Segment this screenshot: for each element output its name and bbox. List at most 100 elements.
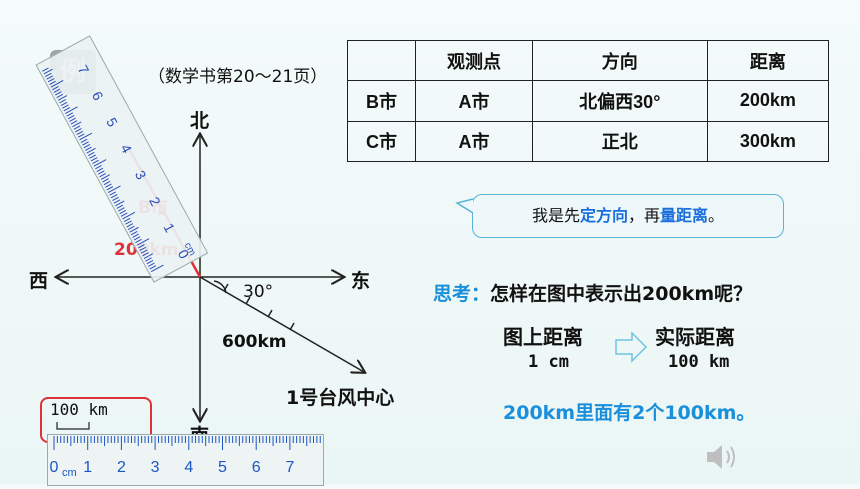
bubble-text: 。 xyxy=(708,206,725,225)
table-cell: A市 xyxy=(415,120,533,163)
map-distance-value: 1 cm xyxy=(528,352,569,372)
ruler-number: 1 xyxy=(83,459,92,476)
ruler-number: 1 xyxy=(160,220,178,235)
north-label: 北 xyxy=(190,110,210,132)
ruler-tick xyxy=(142,252,149,257)
ruler-tick xyxy=(145,257,152,262)
ruler-tick xyxy=(123,217,131,223)
ruler-tick xyxy=(112,196,119,201)
ruler-tick xyxy=(132,233,139,238)
ruler-tick xyxy=(42,67,49,72)
ruler-tick xyxy=(135,238,142,244)
ruler-tick xyxy=(59,99,66,104)
west-label: 西 xyxy=(29,270,49,292)
ruler-tick xyxy=(49,80,56,85)
ruler-tick xyxy=(149,265,157,270)
ruler-tick xyxy=(72,121,82,128)
ruler-tick xyxy=(113,199,121,204)
table-cell: A市 xyxy=(415,80,533,122)
ruler-tick xyxy=(109,191,117,196)
ruler-number: 4 xyxy=(184,459,193,476)
ruler-number: 6 xyxy=(89,89,107,104)
ruler-number: 4 xyxy=(118,141,136,156)
bubble-text: ，再 xyxy=(627,206,660,225)
ruler-tick xyxy=(150,264,164,273)
speech-bubble: 我是先定方向，再量距离。 xyxy=(472,194,784,238)
ruler-tick xyxy=(54,91,62,96)
ruler-tick xyxy=(52,85,59,91)
ruler-tick xyxy=(138,244,145,249)
table-row: B市 A市 北偏西30° 200km xyxy=(346,80,830,122)
typhoon-line xyxy=(199,276,364,372)
ruler-tick xyxy=(102,178,109,183)
ruler-tick xyxy=(148,262,155,267)
ruler-tick xyxy=(76,130,84,136)
ruler-number: 3 xyxy=(132,168,150,183)
ruler-tick xyxy=(119,209,127,215)
speaker-icon[interactable] xyxy=(703,441,739,473)
ruler-number: 7 xyxy=(75,62,93,77)
think-question: 思考：怎样在图中表示出200km呢？ xyxy=(433,279,752,306)
ruler-tick xyxy=(53,88,61,93)
ruler-tick xyxy=(70,120,78,125)
scale-text: 100 km xyxy=(50,400,108,419)
ruler-tick xyxy=(73,125,81,130)
ruler-tick xyxy=(117,207,125,212)
ruler-tick xyxy=(63,107,71,112)
ruler-tick xyxy=(130,231,138,236)
scale-bar xyxy=(56,422,90,430)
ruler-tick xyxy=(105,183,112,188)
ruler-unit: cm xyxy=(62,467,77,479)
table-header: 距离 xyxy=(706,39,830,82)
ruler-tick xyxy=(44,72,52,78)
ruler-tick xyxy=(140,249,148,254)
bubble-tail xyxy=(455,198,474,214)
right-arrow-icon xyxy=(615,331,648,363)
typhoon-ticks xyxy=(223,283,295,331)
map-distance-label: 图上距离 xyxy=(503,325,583,349)
ruler-tick xyxy=(66,112,74,117)
ruler-tick xyxy=(85,146,92,151)
bubble-highlight: 定方向 xyxy=(579,206,628,225)
ruler-tick xyxy=(57,95,68,101)
ruler-tick xyxy=(75,128,82,133)
ruler-number: 7 xyxy=(285,459,294,476)
ruler-tick xyxy=(133,236,141,241)
ruler-number: 5 xyxy=(103,115,121,130)
ruler-tick xyxy=(129,226,139,233)
ruler-tick xyxy=(126,223,134,228)
ruler-tick xyxy=(146,260,154,265)
ruler-tick xyxy=(89,154,96,159)
ruler-tick xyxy=(56,93,64,99)
ruler-tick xyxy=(128,225,135,230)
ruler-tick xyxy=(67,114,75,120)
ruler-tick xyxy=(100,174,111,180)
ruler-tick xyxy=(79,132,93,141)
bubble-text: 我是先 xyxy=(531,206,580,225)
ruler-tick xyxy=(83,144,91,149)
ruler-tick xyxy=(115,200,125,207)
table-cell: 正北 xyxy=(531,120,708,163)
bubble-highlight: 量距离 xyxy=(660,206,709,225)
think-label: 思考： xyxy=(433,283,491,305)
ruler-tick xyxy=(69,117,76,122)
ruler-tick xyxy=(80,138,88,143)
ruler-tick xyxy=(97,170,105,175)
ruler-tick xyxy=(82,141,89,146)
ruler-tick xyxy=(43,68,53,75)
ruler-number: 5 xyxy=(218,459,227,476)
table-cell: B市 xyxy=(346,80,417,122)
ruler-tick xyxy=(46,75,54,80)
ruler-number: 2 xyxy=(146,194,164,209)
ruler-tick xyxy=(90,157,98,162)
has-text: 200km里面有2个100km。 xyxy=(503,402,756,424)
angle-label: 30° xyxy=(243,282,274,302)
ruler-tick xyxy=(107,185,121,194)
ruler-number: 3 xyxy=(151,459,160,476)
ruler-tick xyxy=(47,78,55,83)
ruler-tick xyxy=(77,133,85,138)
ruler-tick xyxy=(96,167,104,172)
table-cell: C市 xyxy=(346,120,417,163)
